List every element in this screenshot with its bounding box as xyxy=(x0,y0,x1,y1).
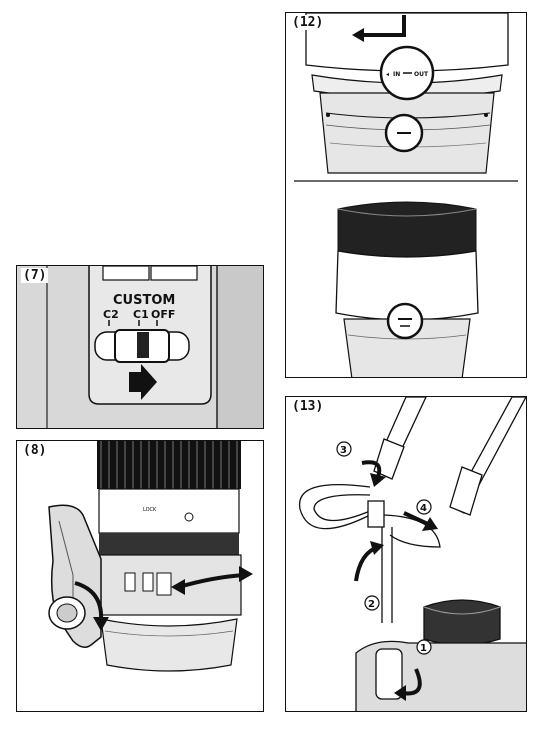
panel-13-label: (13) xyxy=(290,399,326,414)
lens-hood-illustration: ◂ IN OUT xyxy=(294,13,518,377)
curved-arrow-icon xyxy=(361,460,386,487)
curved-arrow-icon xyxy=(354,541,384,582)
arrow-right-icon xyxy=(403,511,438,531)
step-2-number: 2 xyxy=(368,599,375,610)
ring-in-label: IN xyxy=(393,71,400,78)
panel-8: (8) LOCK xyxy=(16,440,264,712)
double-arrow-icon xyxy=(171,566,253,595)
ring-out-label: OUT xyxy=(414,71,429,78)
svg-text:◂: ◂ xyxy=(386,71,389,78)
step-4-number: 4 xyxy=(420,503,427,514)
curved-arrow-icon xyxy=(74,581,109,631)
custom-title: CUSTOM xyxy=(113,293,175,308)
custom-switch-illustration: CUSTOM C2 C1 OFF xyxy=(17,266,263,428)
pos-off-label: OFF xyxy=(151,308,175,321)
panel-12-label: (12) xyxy=(290,15,326,30)
panel-7-label: (7) xyxy=(21,268,49,283)
panel-7: (7) CUSTOM C2 C1 OFF xyxy=(16,265,264,429)
lock-label: LOCK xyxy=(143,507,157,513)
tripod-collar-illustration: LOCK xyxy=(48,441,253,672)
arrow-left-icon xyxy=(352,15,406,42)
pos-c1-label: C1 xyxy=(133,308,149,321)
strap-attach-illustration: 3 4 2 1 xyxy=(298,397,526,711)
pos-c2-label: C2 xyxy=(103,308,119,321)
panel-8-label: (8) xyxy=(21,443,49,458)
panel-13: (13) 3 4 2 xyxy=(285,396,527,712)
step-3-number: 3 xyxy=(340,445,347,456)
step-1-number: 1 xyxy=(420,643,427,654)
curved-arrow-icon xyxy=(394,668,422,701)
panel-12: (12) ◂ IN OUT xyxy=(285,12,527,378)
arrow-right-icon xyxy=(129,364,157,400)
